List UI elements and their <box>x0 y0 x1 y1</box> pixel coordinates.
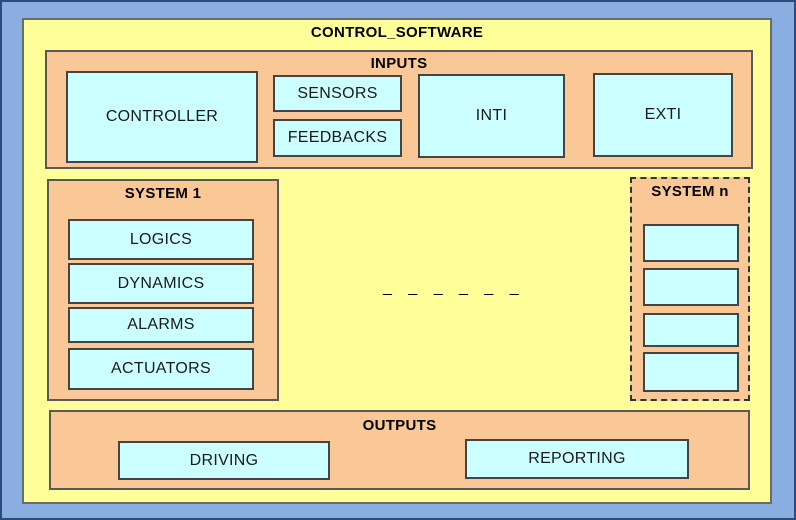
diagram-title: CONTROL_SOFTWARE <box>310 24 484 41</box>
controller-box: CONTROLLER <box>66 71 258 163</box>
exti-box: EXTI <box>593 73 733 157</box>
systems-ellipsis: _ _ _ _ _ _ <box>383 279 525 296</box>
driving-box: DRIVING <box>118 441 330 480</box>
system-n-item-3 <box>643 313 739 347</box>
inti-box: INTI <box>418 74 565 158</box>
dynamics-box: DYNAMICS <box>68 263 254 304</box>
actuators-box: ACTUATORS <box>68 348 254 390</box>
inputs-title: INPUTS <box>370 55 428 72</box>
sensors-box: SENSORS <box>273 75 402 112</box>
system-n-title: SYSTEM n <box>651 183 729 200</box>
system-n-item-1 <box>643 224 739 262</box>
feedbacks-box: FEEDBACKS <box>273 119 402 157</box>
alarms-box: ALARMS <box>68 307 254 343</box>
system-1-title: SYSTEM 1 <box>124 185 202 202</box>
outputs-title: OUTPUTS <box>362 417 437 434</box>
system-n-item-4 <box>643 352 739 392</box>
reporting-box: REPORTING <box>465 439 689 479</box>
logics-box: LOGICS <box>68 219 254 260</box>
system-n-item-2 <box>643 268 739 306</box>
